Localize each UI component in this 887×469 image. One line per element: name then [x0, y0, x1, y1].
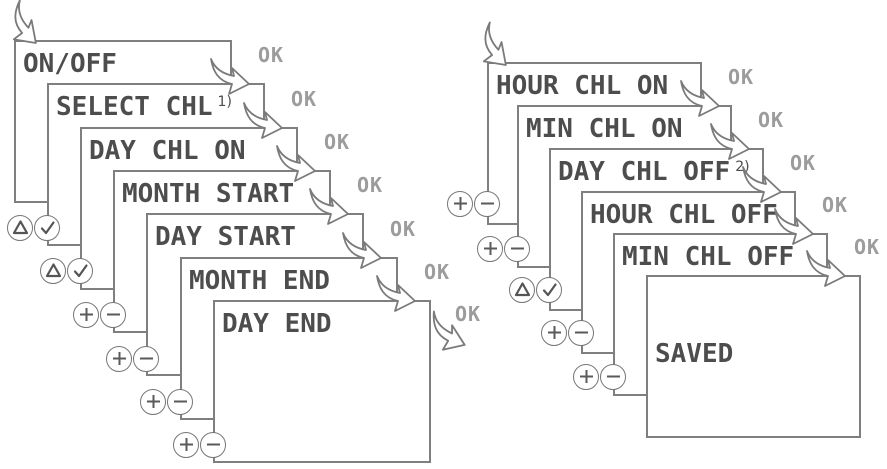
plus-button	[173, 432, 199, 458]
screen-label: DAY END	[222, 309, 332, 339]
ok-arrow-icon	[806, 250, 846, 287]
ok-label: OK	[390, 217, 417, 241]
ok-label: OK	[258, 43, 285, 67]
minus-icon	[574, 331, 588, 334]
ok-label: OK	[728, 65, 755, 89]
triangle-up-icon	[514, 282, 530, 297]
triangle-up-icon	[45, 263, 61, 278]
check-icon	[542, 283, 557, 297]
ok-label: OK	[324, 130, 351, 154]
screen-label: DAY START	[155, 222, 296, 252]
minus-button	[474, 191, 500, 217]
ok-arrow-icon	[710, 123, 750, 160]
enter-arrow-icon	[12, 0, 37, 44]
screen-label: HOUR CHL ON	[496, 71, 669, 101]
screen-label: MIN CHL ON	[526, 114, 683, 144]
plus-icon	[579, 370, 593, 383]
ok-arrow-icon	[342, 232, 382, 269]
plus-icon	[179, 438, 193, 451]
ok-label: OK	[455, 302, 482, 326]
triangle-up-icon	[12, 220, 28, 235]
minus-button	[504, 236, 530, 262]
plus-button	[541, 320, 567, 346]
ok-label: OK	[291, 87, 318, 111]
screen-label: MONTH END	[189, 266, 330, 296]
minus-button	[167, 389, 193, 415]
ok-arrow-icon	[210, 58, 250, 95]
plus-icon	[79, 308, 93, 321]
minus-icon	[510, 247, 524, 250]
ok-label: OK	[758, 108, 785, 132]
screen-label: DAY CHL ON	[89, 136, 246, 166]
ok-arrow-icon	[376, 275, 416, 312]
ok-arrow-icon	[680, 80, 720, 117]
plus-icon	[483, 242, 497, 255]
minus-icon	[139, 357, 153, 360]
screen-label: MONTH START	[122, 179, 295, 209]
screen-saved: SAVED	[646, 275, 861, 438]
plus-button	[106, 346, 132, 372]
plus-button	[477, 236, 503, 262]
ok-arrow-icon	[276, 145, 316, 182]
up-button	[509, 277, 535, 303]
confirm-button	[536, 277, 562, 303]
minus-button	[568, 320, 594, 346]
enter-arrow-icon	[482, 21, 507, 66]
minus-icon	[106, 313, 120, 316]
ok-arrow-icon	[742, 166, 782, 203]
plus-button	[73, 302, 99, 328]
minus-button	[100, 302, 126, 328]
minus-icon	[480, 202, 494, 205]
minus-button	[200, 432, 226, 458]
screen-label: SAVED	[655, 339, 734, 369]
minus-button	[600, 364, 626, 390]
screen-label: HOUR CHL OFF	[590, 200, 778, 230]
plus-button	[573, 364, 599, 390]
ok-label: OK	[854, 235, 881, 259]
ok-arrow-icon	[774, 208, 814, 245]
ok-label: OK	[790, 151, 817, 175]
ok-label: OK	[822, 193, 849, 217]
screen-label: MIN CHL OFF	[622, 242, 795, 272]
up-button	[7, 215, 33, 241]
ok-arrow-icon	[243, 102, 283, 139]
minus-icon	[173, 400, 187, 403]
plus-icon	[547, 326, 561, 339]
minus-icon	[206, 443, 220, 446]
minus-button	[133, 346, 159, 372]
screen-day-end: DAY END	[213, 300, 431, 463]
plus-button	[447, 191, 473, 217]
ok-label: OK	[357, 173, 384, 197]
footnote-ref: 1)	[217, 94, 232, 110]
ok-label: OK	[424, 260, 451, 284]
minus-icon	[606, 375, 620, 378]
screen-label: ON/OFF	[23, 49, 117, 79]
plus-button	[140, 389, 166, 415]
confirm-button	[67, 258, 93, 284]
plus-icon	[453, 197, 467, 210]
confirm-button	[34, 215, 60, 241]
up-button	[40, 258, 66, 284]
plus-icon	[146, 395, 160, 408]
plus-icon	[112, 352, 126, 365]
check-icon	[40, 221, 55, 235]
ok-arrow-icon	[309, 188, 349, 225]
ok-arrow-icon	[432, 310, 466, 351]
check-icon	[73, 264, 88, 278]
